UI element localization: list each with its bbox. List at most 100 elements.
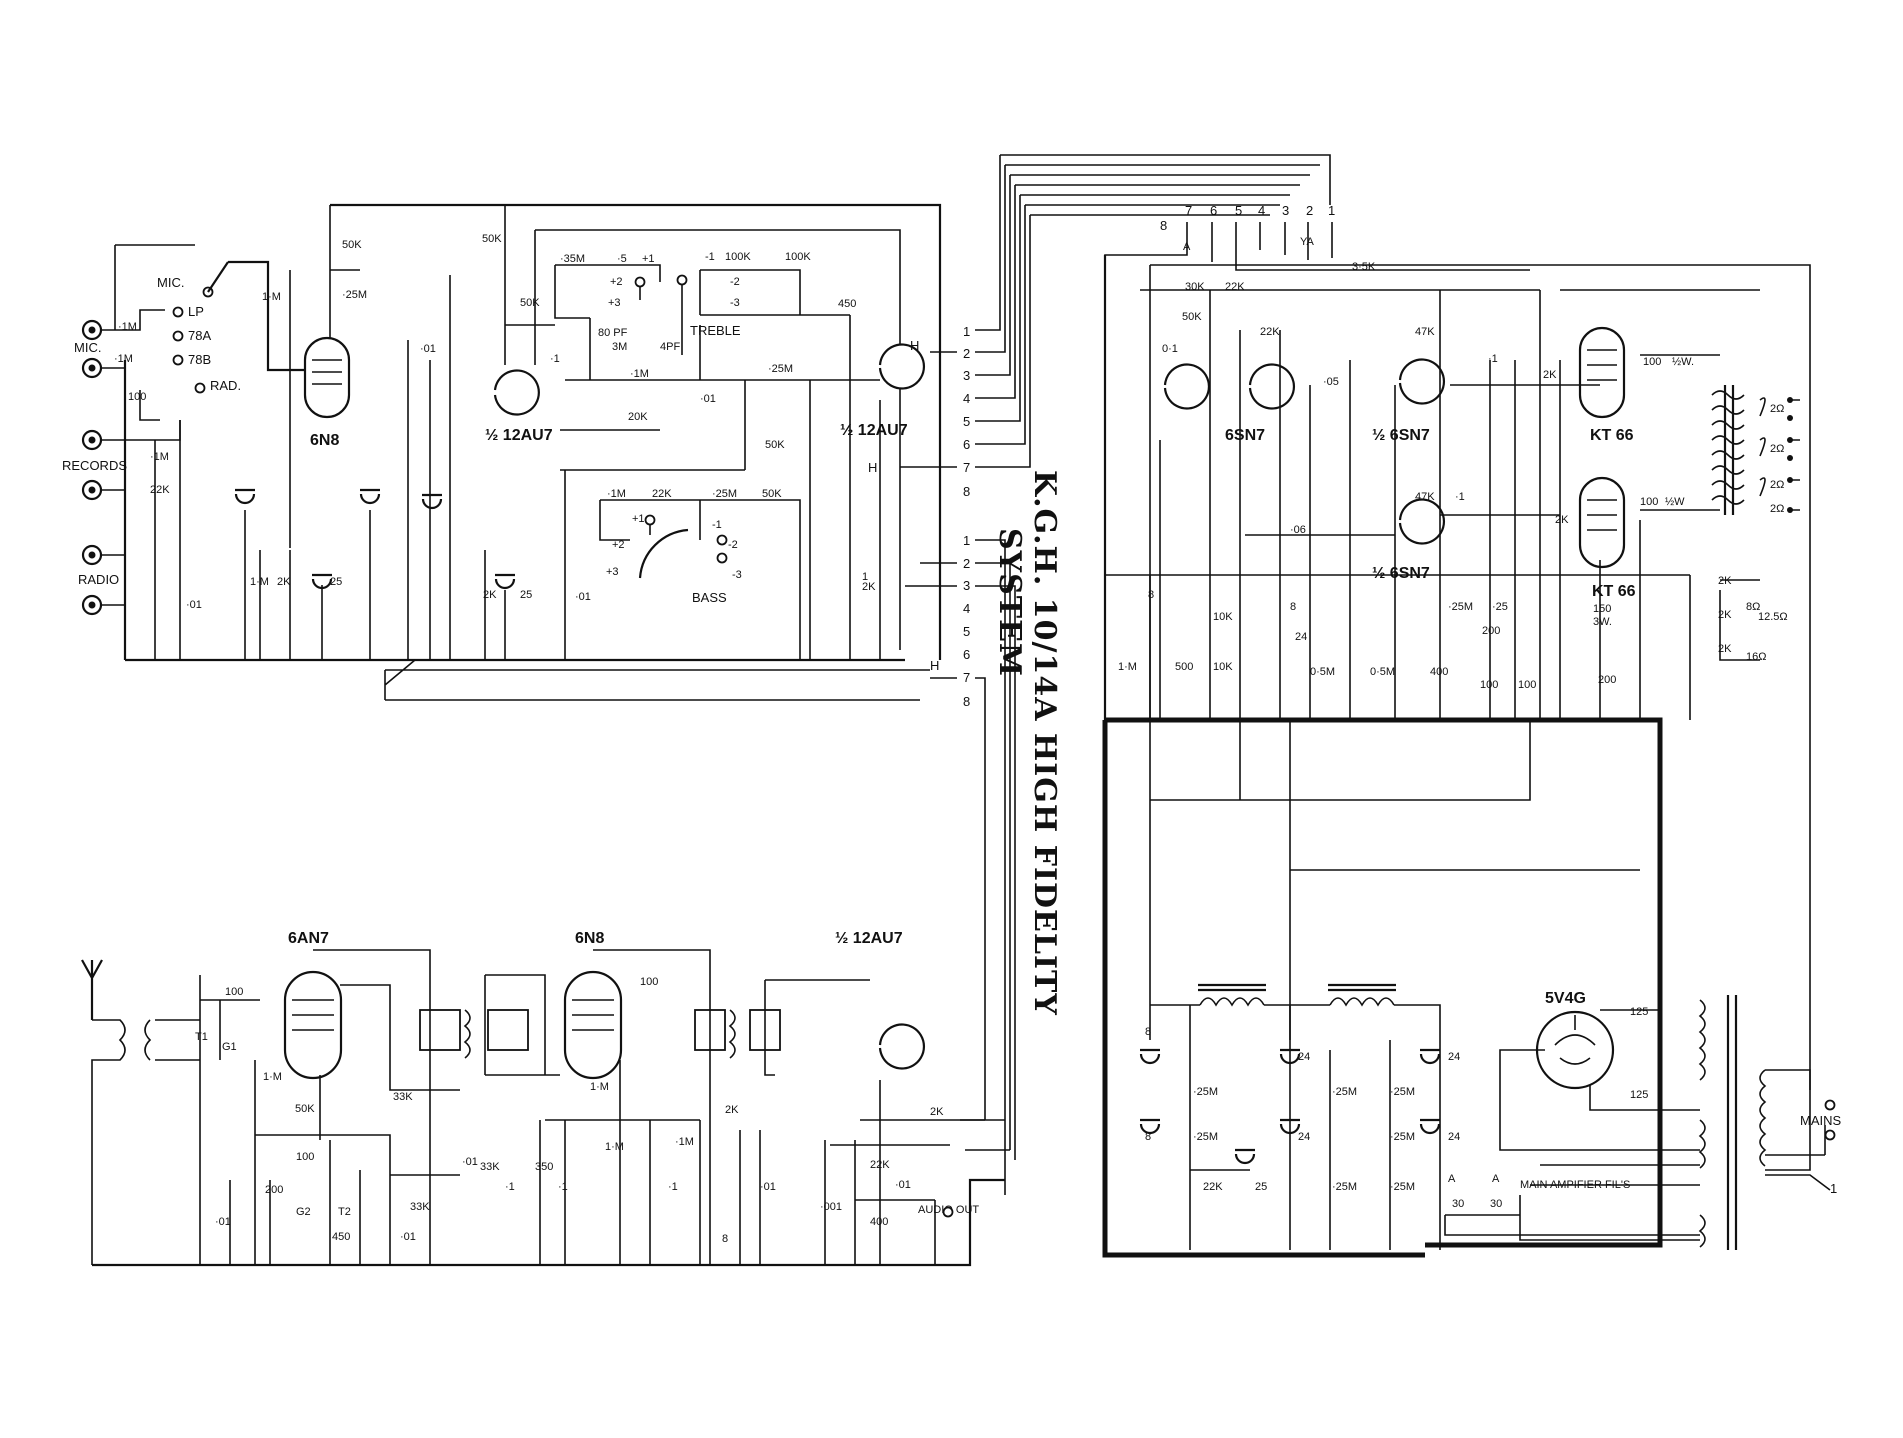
- pin-label: 1: [963, 533, 970, 548]
- pin-label: 6: [963, 647, 970, 662]
- h-label: H: [910, 338, 919, 353]
- r-value: 2K: [483, 589, 497, 601]
- tuner-section: T1 G1 6AN7 100 1·M 50K 100 33K 200 G2 T2…: [81, 930, 1005, 1267]
- c-value: ·05: [1323, 376, 1339, 388]
- r-value: 3W.: [1593, 616, 1612, 628]
- r-value: 100: [1518, 679, 1536, 691]
- r-value: ·25M: [768, 363, 793, 375]
- coil-label: T2: [338, 1206, 351, 1218]
- r-value: 50K: [1182, 311, 1202, 323]
- c-value: 24: [1448, 1051, 1460, 1063]
- c-value: 25: [1255, 1181, 1267, 1193]
- antenna-icon: [81, 959, 103, 1020]
- r-value: 33K: [480, 1161, 500, 1173]
- pin-label: 6: [1210, 203, 1217, 218]
- connector-strip-upper: 1 2 3 4 5 6 7 8 H H: [868, 154, 1331, 499]
- pin-label: 1: [1328, 203, 1335, 218]
- c-value: 100: [640, 976, 658, 988]
- pin-label: 4: [963, 601, 970, 616]
- c-value: ·01: [400, 1231, 416, 1243]
- r-value: 100: [1643, 356, 1661, 368]
- r-value: 2K: [1718, 643, 1732, 655]
- mic-ground-jack-icon[interactable]: [81, 357, 103, 379]
- tap-label: -3: [730, 297, 740, 309]
- r-value: ·25M: [1448, 601, 1473, 613]
- records-jack-icon[interactable]: [81, 429, 103, 451]
- pin-label: 5: [1235, 203, 1242, 218]
- records-ground-jack-icon[interactable]: [81, 479, 103, 501]
- pin-label: 4: [963, 391, 970, 406]
- coil-label: T1: [195, 1031, 208, 1043]
- c-value: 450: [838, 298, 856, 310]
- pin-label: 5: [963, 624, 970, 639]
- r-value: 400: [870, 1216, 888, 1228]
- c-value: 0·1: [1162, 343, 1178, 355]
- c-value: ·1: [1455, 491, 1465, 503]
- r-value: 30K: [1185, 281, 1205, 293]
- r-value: 33K: [393, 1091, 413, 1103]
- r-value: 22K: [1203, 1181, 1223, 1193]
- r-value: ½W.: [1672, 356, 1694, 368]
- r-value: 20K: [628, 411, 648, 423]
- bass-control[interactable]: [599, 499, 801, 660]
- r-value: ·25M: [1193, 1131, 1218, 1143]
- pin-label: 5: [963, 414, 970, 429]
- ohm-label: 16Ω: [1746, 651, 1766, 663]
- r-value: 10K: [1213, 661, 1233, 673]
- pin-label: 3: [1282, 203, 1289, 218]
- c-value: 24: [1298, 1131, 1310, 1143]
- mic-jack-icon[interactable]: [81, 319, 103, 341]
- tube-12au7-b-label: ½ 12AU7: [840, 422, 908, 439]
- c-value: 1: [862, 571, 868, 583]
- r-value: 1·M: [590, 1081, 609, 1093]
- c-value: 24: [1295, 631, 1307, 643]
- r-value: 50K: [482, 233, 502, 245]
- c-value: ·01: [575, 591, 591, 603]
- c-value: 24: [1298, 1051, 1310, 1063]
- tap-label: -2: [730, 276, 740, 288]
- r-value: ·1M: [150, 451, 169, 463]
- r-value: 2K: [1718, 609, 1732, 621]
- c-value: 25: [520, 589, 532, 601]
- c-value: ·1: [558, 1181, 568, 1193]
- r-value: 33K: [410, 1201, 430, 1213]
- r-value: ·25M: [1390, 1086, 1415, 1098]
- c-value: ·01: [760, 1181, 776, 1193]
- r-value: 50K: [762, 488, 782, 500]
- input-selector-switch[interactable]: [172, 260, 306, 394]
- r-value: ·1M: [114, 353, 133, 365]
- treble-control[interactable]: [554, 264, 850, 355]
- tap-label: -2: [728, 539, 738, 551]
- radio-ground-jack-icon[interactable]: [81, 594, 103, 616]
- tube-6n8-icon: [303, 336, 351, 419]
- tube-5v4g-label: 5V4G: [1545, 990, 1586, 1007]
- output-transformer-icon: [1711, 385, 1800, 515]
- radio-jack-icon[interactable]: [81, 544, 103, 566]
- preamplifier-section: MIC. RECORDS RADIO MIC. LP 78A 78B RAD. …: [62, 203, 942, 701]
- selector-rad-label: RAD.: [210, 378, 241, 393]
- power-bus-line: [1102, 717, 1663, 1258]
- c-value: 8: [1145, 1026, 1151, 1038]
- r-value: ·25M: [342, 289, 367, 301]
- tube-6n8-tuner-icon: [563, 970, 623, 1080]
- c-value: ·06: [1290, 524, 1306, 536]
- c-value: 25: [330, 576, 342, 588]
- tap-label: +2: [612, 539, 625, 551]
- r-value: 22K: [1225, 281, 1245, 293]
- tube-6n8-tuner-label: 6N8: [575, 930, 604, 947]
- ohm-label: 8Ω: [1746, 601, 1760, 613]
- power-transformer-icon: [1698, 995, 1767, 1250]
- r-value: 0·5M: [1370, 666, 1395, 678]
- r-value: ·1M: [630, 368, 649, 380]
- power-supply-section: 8 8 ·25M ·25M 22K 25 24 24 24 24 ·25M ·2…: [1138, 983, 1842, 1250]
- treble-label: TREBLE: [690, 323, 741, 338]
- r-value: ·25M: [1193, 1086, 1218, 1098]
- r-value: 100: [1480, 679, 1498, 691]
- c-value: ·1: [1488, 353, 1498, 365]
- r-value: 3M: [612, 341, 627, 353]
- r-value: 400: [1430, 666, 1448, 678]
- tap-label: +1: [632, 513, 645, 525]
- pin-label: 3: [963, 368, 970, 383]
- r-value: 47K: [1415, 491, 1435, 503]
- tap-label: -1: [705, 251, 715, 263]
